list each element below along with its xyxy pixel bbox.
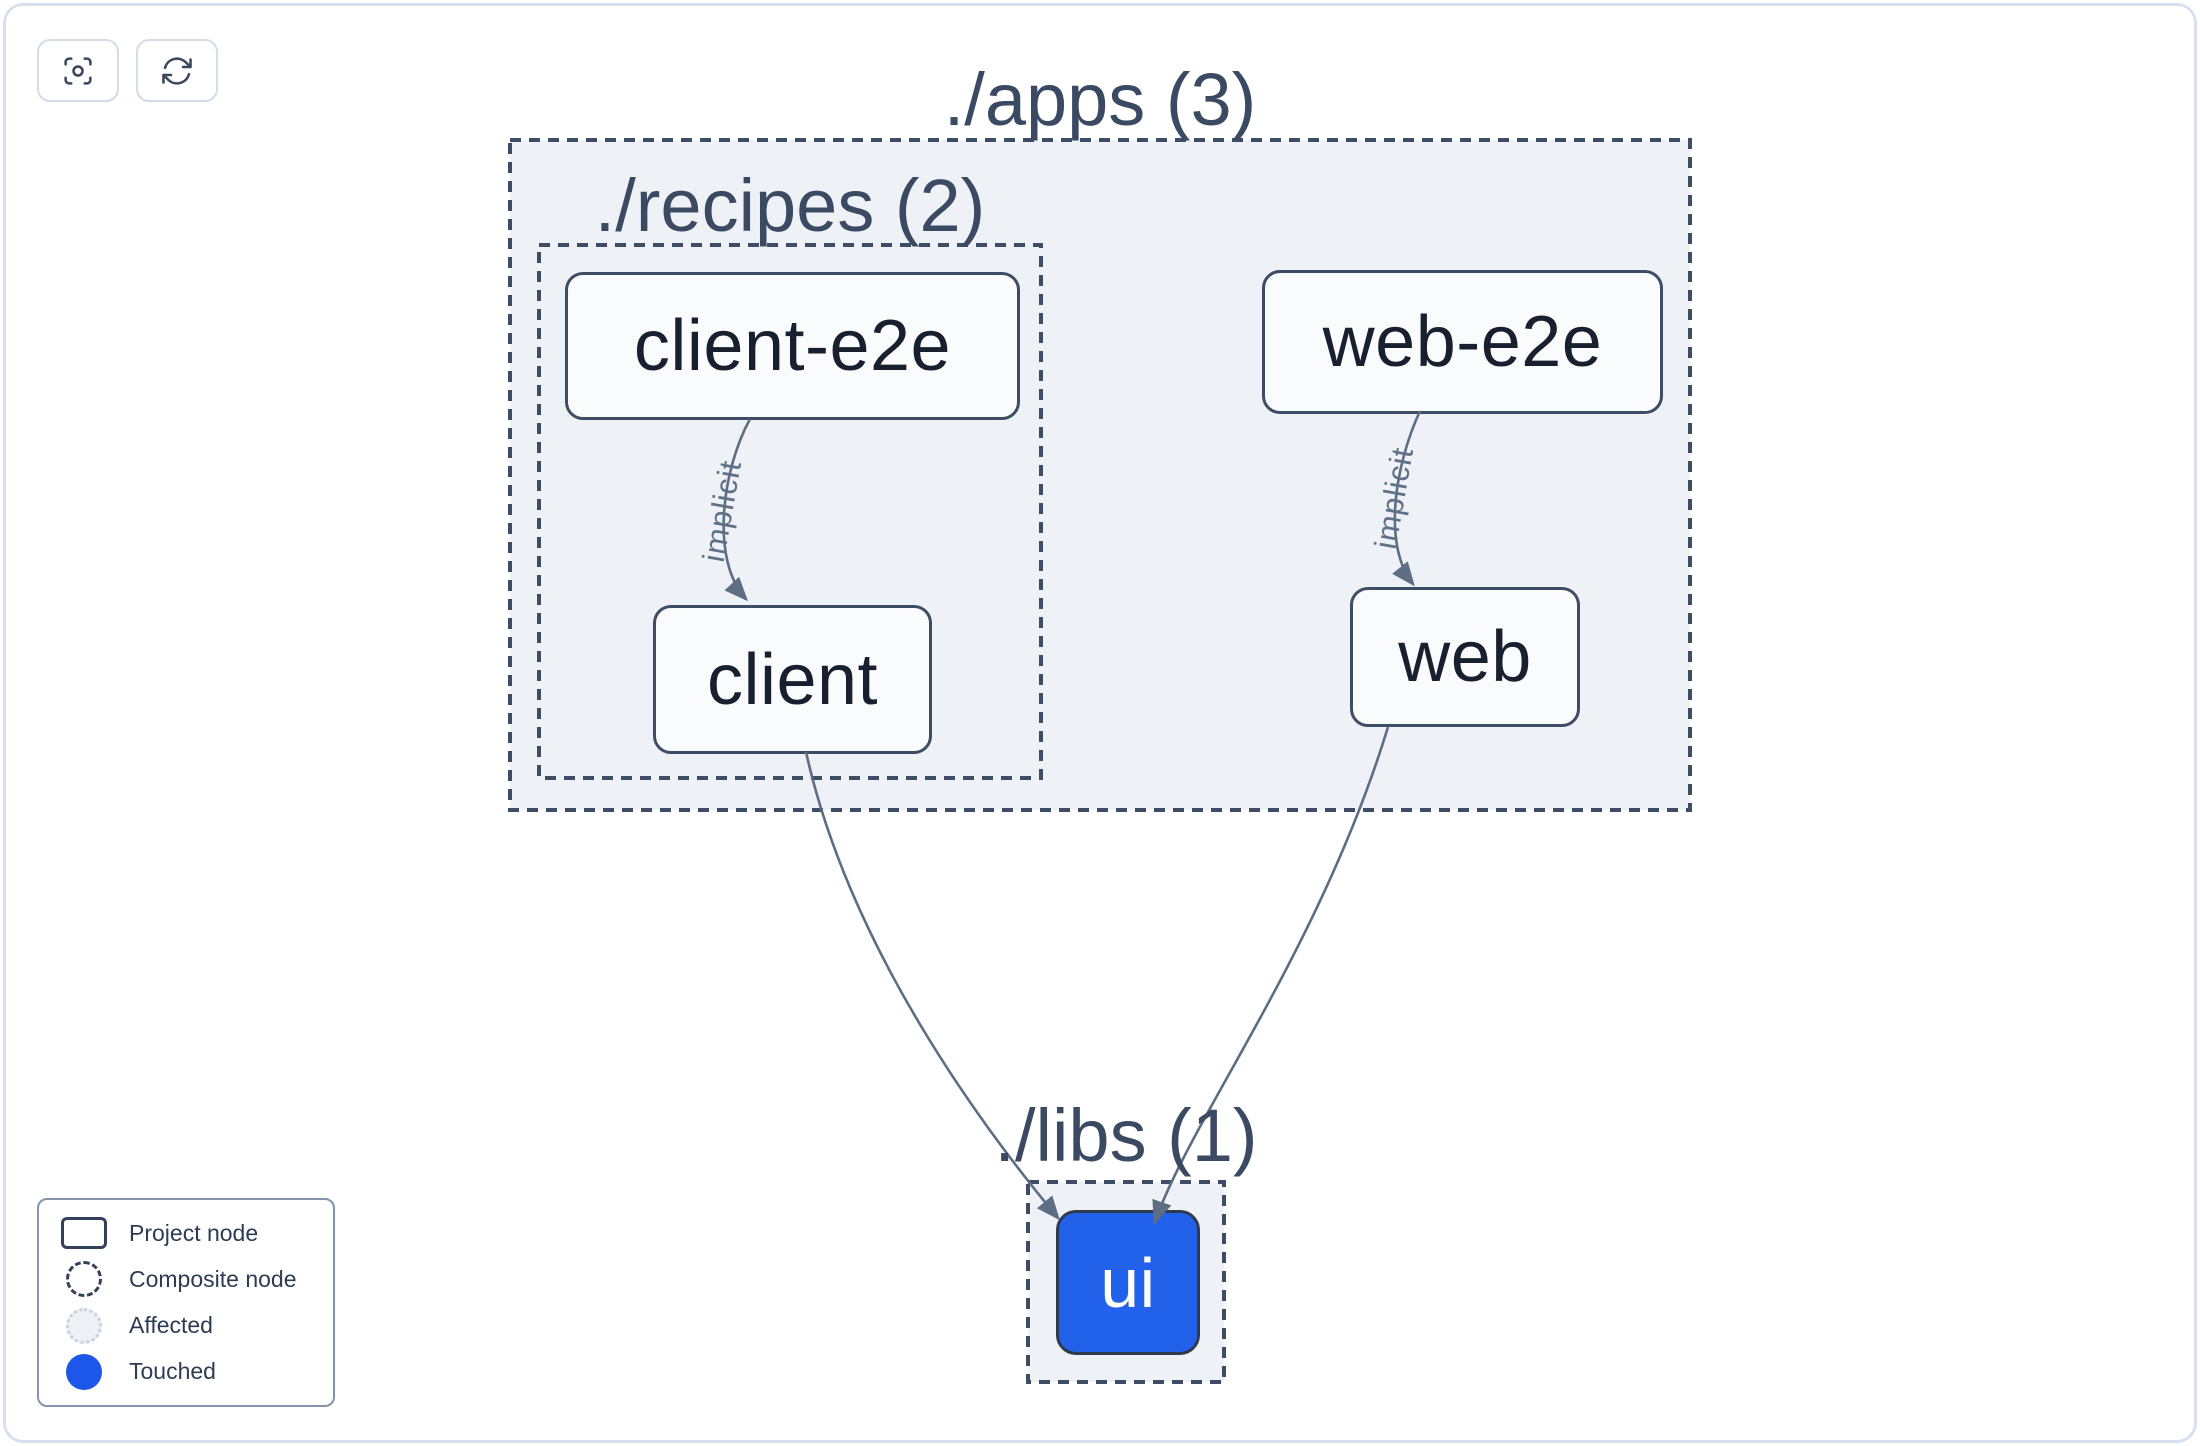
refresh-button[interactable]: [136, 39, 218, 102]
graph-toolbar: [37, 39, 218, 102]
group-title-libs[interactable]: ./libs (1): [994, 1094, 1258, 1177]
legend-label: Composite node: [129, 1265, 297, 1292]
legend-item-project-node: Project node: [39, 1211, 333, 1255]
legend-label: Touched: [129, 1358, 216, 1385]
project-node-icon: [61, 1217, 107, 1250]
legend-label: Project node: [129, 1219, 259, 1246]
legend-label: Affected: [129, 1312, 213, 1339]
node-web-e2e[interactable]: web-e2e: [1262, 270, 1663, 414]
node-client[interactable]: client: [653, 605, 932, 754]
touched-icon: [66, 1353, 102, 1390]
group-title-apps[interactable]: ./apps (3): [943, 58, 1257, 141]
refresh-icon: [159, 53, 195, 89]
group-title-recipes[interactable]: ./recipes (2): [594, 164, 986, 247]
affected-icon: [66, 1307, 102, 1344]
composite-node-icon: [66, 1261, 102, 1298]
center-graph-button[interactable]: [37, 39, 119, 102]
legend-item-touched: Touched: [39, 1350, 333, 1394]
node-client-e2e[interactable]: client-e2e: [565, 272, 1020, 420]
node-ui[interactable]: ui: [1056, 1210, 1200, 1355]
graph-legend: Project node Composite node Affected Tou…: [37, 1198, 335, 1407]
legend-item-composite-node: Composite node: [39, 1257, 333, 1301]
viewfinder-center-icon: [60, 53, 96, 89]
legend-item-affected: Affected: [39, 1304, 333, 1348]
node-web[interactable]: web: [1350, 587, 1580, 727]
